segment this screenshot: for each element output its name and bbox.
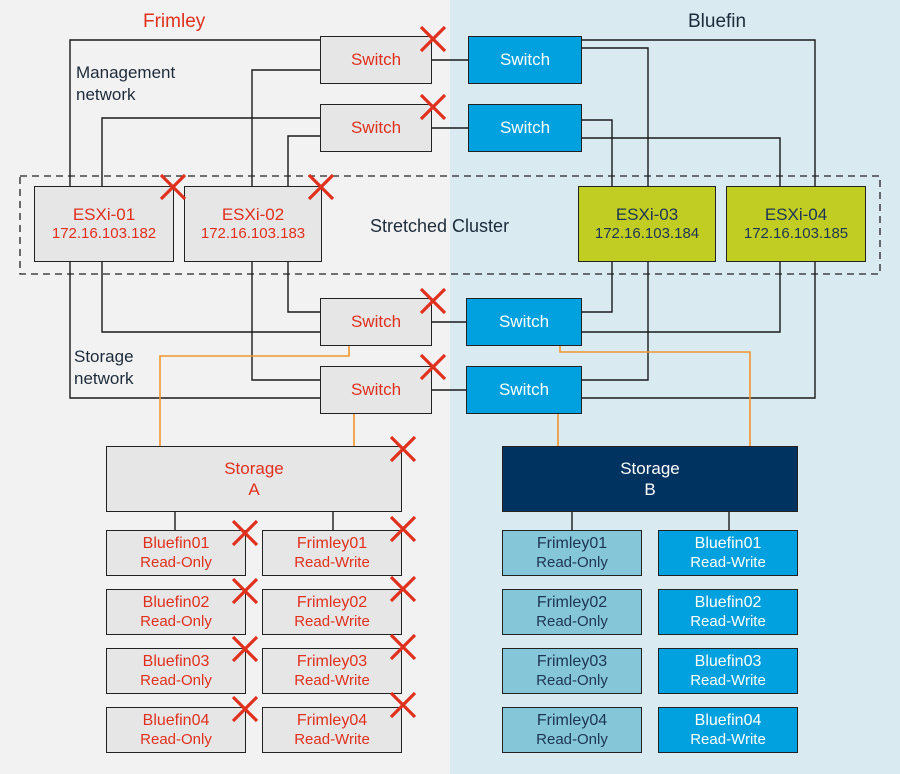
- red-x-icon: [389, 691, 417, 719]
- red-x-icon: [419, 25, 447, 53]
- storage-title: Storage: [224, 458, 284, 478]
- link-esx03-mgmt1: [582, 47, 649, 186]
- storage-array-a[interactable]: Storage A: [106, 446, 402, 512]
- switch-bluefin-mgmt-2[interactable]: Switch: [468, 104, 582, 152]
- red-x-icon: [419, 353, 447, 381]
- management-network-label: Management network: [76, 63, 176, 105]
- red-x-icon: [231, 695, 259, 723]
- link-esx02-stor2: [251, 262, 320, 381]
- host-ip: 172.16.103.185: [743, 225, 849, 243]
- datastore-b-frimley03[interactable]: Frimley03 Read-Only: [502, 648, 642, 694]
- datastore-a-bluefin02[interactable]: Bluefin02 Read-Only: [106, 589, 246, 635]
- storage-id: A: [248, 480, 260, 499]
- datastore-b-bluefin03[interactable]: Bluefin03 Read-Write: [658, 648, 798, 694]
- datastore-b-bluefin02[interactable]: Bluefin02 Read-Write: [658, 589, 798, 635]
- red-x-icon: [389, 515, 417, 543]
- datastore-a-bluefin01[interactable]: Bluefin01 Read-Only: [106, 530, 246, 576]
- host-esxi-01[interactable]: ESXi-01 172.16.103.182: [34, 186, 174, 262]
- host-esxi-02[interactable]: ESXi-02 172.16.103.183: [184, 186, 322, 262]
- red-x-icon: [419, 287, 447, 315]
- red-x-icon: [419, 93, 447, 121]
- link-esx02-mgmt1: [251, 69, 320, 186]
- host-esxi-04[interactable]: ESXi-04 172.16.103.185: [726, 186, 866, 262]
- host-name: ESXi-01: [72, 205, 136, 224]
- storage-link-a1: [159, 346, 350, 446]
- link-esx04-mgmt1: [582, 39, 816, 186]
- link-esx02-mgmt2: [287, 135, 320, 186]
- red-x-icon: [389, 435, 417, 463]
- host-ip: 172.16.103.184: [594, 225, 700, 243]
- red-x-icon: [159, 173, 187, 201]
- storage-link-b1: [559, 346, 751, 446]
- datastore-a-bluefin04[interactable]: Bluefin04 Read-Only: [106, 707, 246, 753]
- red-x-icon: [389, 633, 417, 661]
- stretched-cluster-label: Stretched Cluster: [370, 216, 510, 236]
- storage-array-b[interactable]: Storage B: [502, 446, 798, 512]
- link-esx01-stor2: [69, 262, 320, 399]
- link-esx03-stor2: [582, 262, 649, 381]
- switch-frimley-mgmt-2[interactable]: Switch: [320, 104, 432, 152]
- link-esx01-mgmt1: [69, 39, 320, 186]
- host-ip: 172.16.103.183: [200, 225, 306, 243]
- storage-title: Storage: [620, 458, 680, 478]
- red-x-icon: [389, 575, 417, 603]
- datastore-a-frimley03[interactable]: Frimley03 Read-Write: [262, 648, 402, 694]
- link-esx03-stor1: [582, 262, 613, 313]
- datastore-a-frimley01[interactable]: Frimley01 Read-Write: [262, 530, 402, 576]
- datastore-b-frimley04[interactable]: Frimley04 Read-Only: [502, 707, 642, 753]
- switch-frimley-storage-1[interactable]: Switch: [320, 298, 432, 346]
- red-x-icon: [231, 635, 259, 663]
- site-label-frimley: Frimley: [143, 11, 206, 32]
- datastore-b-bluefin04[interactable]: Bluefin04 Read-Write: [658, 707, 798, 753]
- switch-bluefin-mgmt-1[interactable]: Switch: [468, 36, 582, 84]
- switch-frimley-storage-2[interactable]: Switch: [320, 366, 432, 414]
- datastore-a-bluefin03[interactable]: Bluefin03 Read-Only: [106, 648, 246, 694]
- link-esx04-stor2: [582, 262, 816, 399]
- red-x-icon: [307, 173, 335, 201]
- datastore-a-frimley04[interactable]: Frimley04 Read-Write: [262, 707, 402, 753]
- host-esxi-03[interactable]: ESXi-03 172.16.103.184: [578, 186, 716, 262]
- site-label-bluefin: Bluefin: [688, 11, 747, 32]
- datastore-b-frimley01[interactable]: Frimley01 Read-Only: [502, 530, 642, 576]
- link-esx04-stor1: [582, 262, 781, 333]
- switch-bluefin-storage-1[interactable]: Switch: [466, 298, 582, 346]
- host-name: ESXi-03: [615, 205, 679, 224]
- storage-network-label: Storage network: [74, 347, 134, 389]
- link-esx01-stor1: [101, 262, 320, 333]
- host-name: ESXi-04: [764, 205, 828, 224]
- switch-frimley-mgmt-1[interactable]: Switch: [320, 36, 432, 84]
- storage-id: B: [644, 480, 656, 499]
- link-esx03-mgmt2: [582, 119, 613, 186]
- red-x-icon: [231, 577, 259, 605]
- datastore-a-frimley02[interactable]: Frimley02 Read-Write: [262, 589, 402, 635]
- link-esx02-stor1: [287, 262, 320, 313]
- link-esx01-mgmt2: [101, 117, 320, 186]
- red-x-icon: [231, 519, 259, 547]
- switch-bluefin-storage-2[interactable]: Switch: [466, 366, 582, 414]
- host-ip: 172.16.103.182: [51, 225, 157, 243]
- link-esx04-mgmt2: [582, 137, 781, 186]
- datastore-b-bluefin01[interactable]: Bluefin01 Read-Write: [658, 530, 798, 576]
- host-name: ESXi-02: [221, 205, 285, 224]
- datastore-b-frimley02[interactable]: Frimley02 Read-Only: [502, 589, 642, 635]
- stretched-cluster-boundary: [19, 175, 881, 275]
